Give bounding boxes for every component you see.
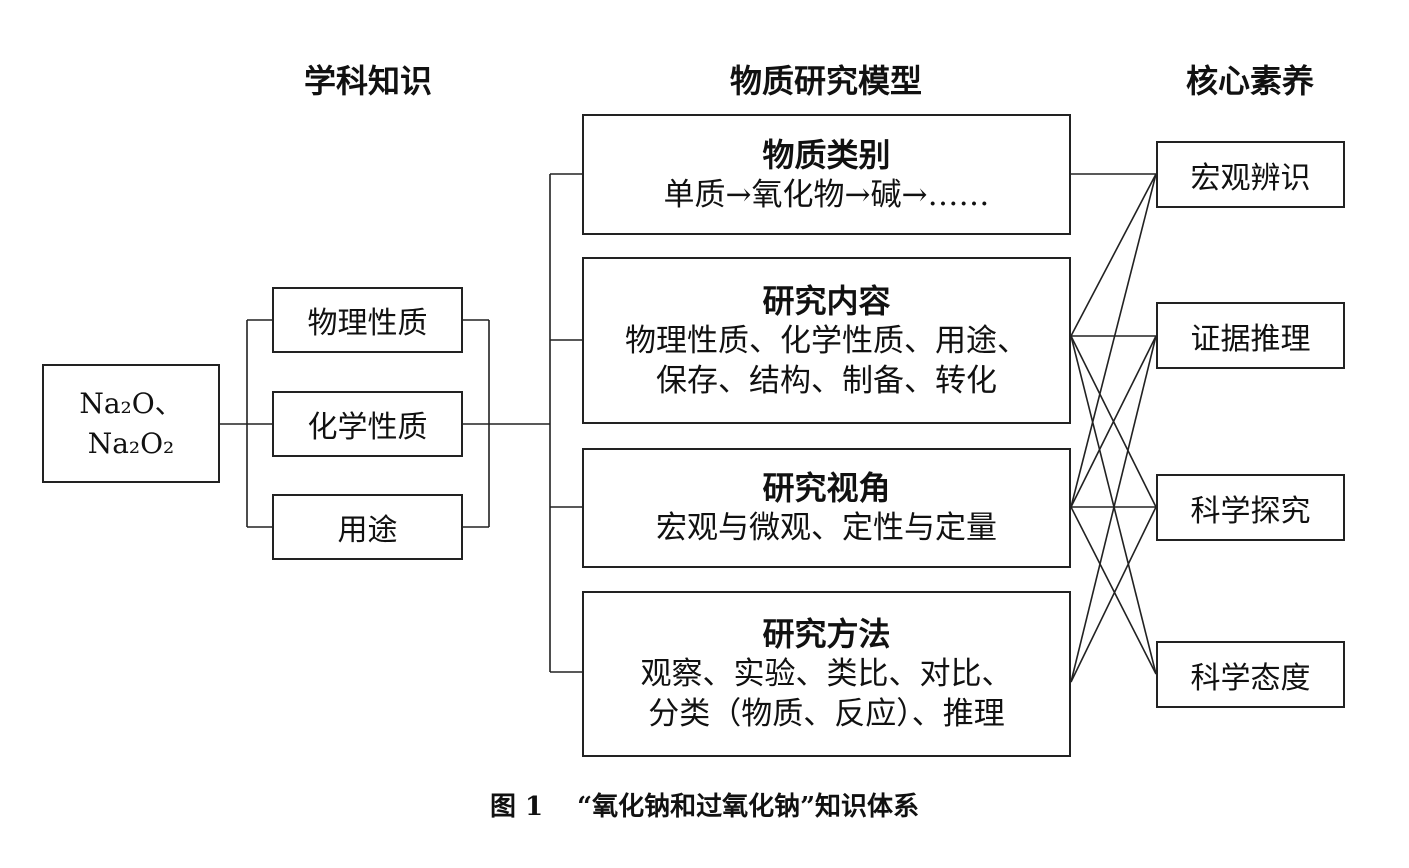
model-box-line: 观察、实验、类比、对比、 (640, 656, 1013, 692)
model-box-title: 研究视角 (762, 469, 891, 507)
model-box-line: 宏观与微观、定性与定量 (656, 510, 997, 546)
link-method-inquiry (1070, 506, 1157, 683)
model-box-title: 物质类别 (762, 135, 891, 174)
literacy-item-label: 科学探究 (1190, 493, 1311, 529)
literacy-item-label: 证据推理 (1190, 321, 1311, 357)
knowledge-item-physical: 物理性质 (272, 287, 463, 353)
knowledge-item-label: 化学性质 (307, 410, 428, 445)
literacy-item-label: 科学态度 (1190, 660, 1311, 696)
literacy-item-inquiry: 科学探究 (1156, 474, 1345, 541)
knowledge-item-usage: 用途 (272, 494, 463, 560)
subject-box: Na₂O、 Na₂O₂ (42, 364, 220, 483)
link-perspective-attitude (1070, 506, 1157, 675)
literacy-item-label: 宏观辨识 (1190, 160, 1311, 196)
model-box-category: 物质类别 单质→氧化物→碱→…… (582, 114, 1071, 235)
knowledge-item-label: 物理性质 (307, 306, 428, 341)
literacy-item-attitude: 科学态度 (1156, 641, 1345, 708)
link-content-attitude (1070, 335, 1157, 675)
knowledge-item-chemical: 化学性质 (272, 391, 463, 457)
literacy-item-macro: 宏观辨识 (1156, 141, 1345, 208)
model-box-line: 分类（物质、反应）、推理 (648, 696, 1005, 732)
link-method-evidence (1070, 335, 1157, 683)
model-box-content: 研究内容 物理性质、化学性质、用途、 保存、结构、制备、转化 (582, 257, 1071, 424)
literacy-item-evidence: 证据推理 (1156, 302, 1345, 369)
model-box-title: 研究内容 (762, 281, 891, 320)
header-model: 物质研究模型 (729, 62, 922, 100)
model-box-line: 物理性质、化学性质、用途、 (625, 322, 1028, 359)
subject-line-1: Na₂O、 (79, 386, 183, 420)
figure-caption: 图 1 “氧化钠和过氧化钠”知识体系 (0, 786, 1409, 823)
caption-title: “氧化钠和过氧化钠”知识体系 (577, 792, 920, 822)
subject-line-2: Na₂O₂ (87, 426, 175, 460)
header-knowledge: 学科知识 (303, 62, 432, 100)
link-perspective-macro (1070, 173, 1157, 508)
model-box-title: 研究方法 (762, 615, 891, 653)
model-box-line: 单质→氧化物→碱→…… (663, 176, 990, 213)
model-box-method: 研究方法 观察、实验、类比、对比、 分类（物质、反应）、推理 (582, 591, 1071, 757)
model-box-line: 保存、结构、制备、转化 (656, 362, 997, 399)
knowledge-item-label: 用途 (337, 513, 398, 548)
header-literacy: 核心素养 (1185, 62, 1314, 100)
link-content-macro (1070, 173, 1157, 337)
link-perspective-evidence (1070, 335, 1157, 508)
caption-label: 图 1 (489, 792, 544, 822)
model-box-perspective: 研究视角 宏观与微观、定性与定量 (582, 448, 1071, 568)
